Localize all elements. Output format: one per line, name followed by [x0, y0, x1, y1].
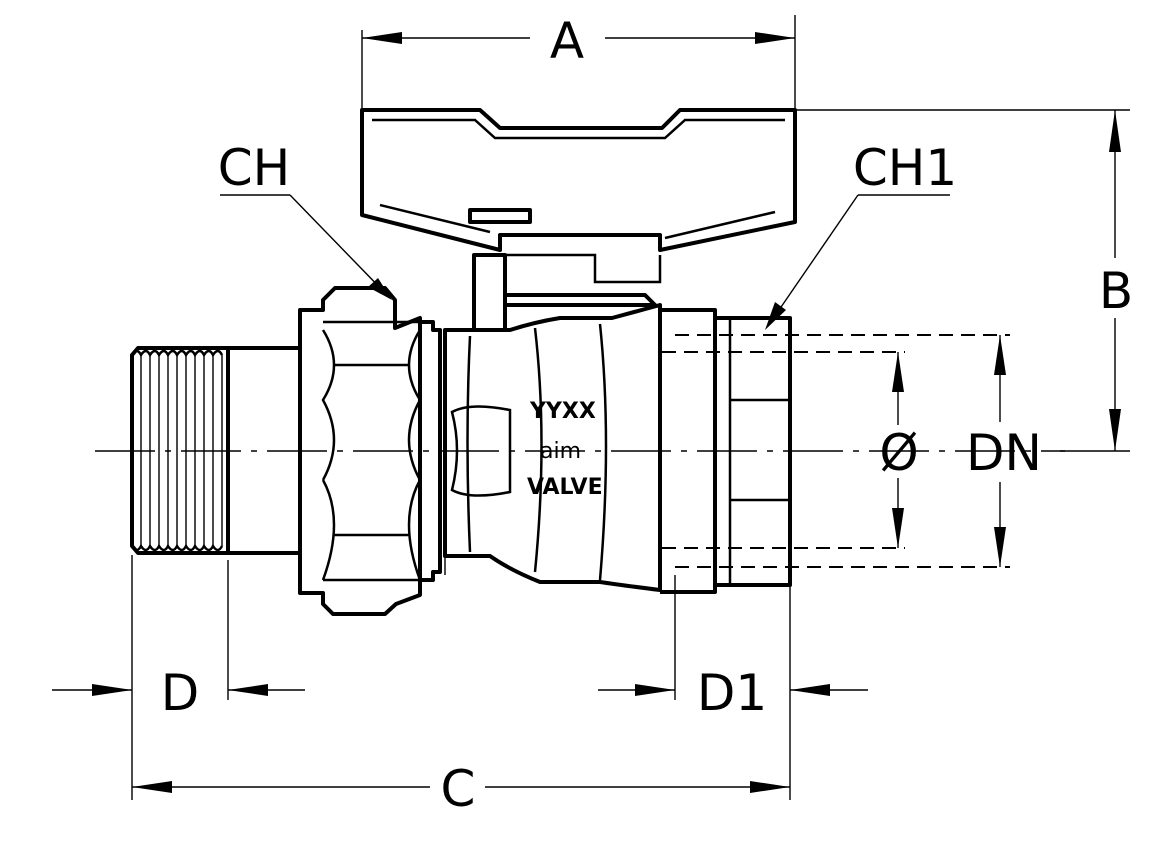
dimension-ch1: CH1	[765, 139, 957, 330]
valve-stem	[468, 208, 662, 332]
dimension-d1: D1	[598, 575, 868, 800]
label-a: A	[550, 12, 584, 70]
label-d: D	[161, 664, 200, 722]
dimension-diameter: Ø	[662, 351, 919, 549]
label-d1: D1	[697, 664, 767, 722]
valve-central-body	[443, 293, 662, 592]
dimension-d: D	[52, 555, 305, 800]
dimension-ch: CH	[218, 139, 392, 300]
dimension-dn: DN	[675, 334, 1042, 568]
label-c: C	[441, 760, 476, 818]
label-b: B	[1099, 262, 1133, 320]
dimension-a: A	[361, 12, 796, 110]
butterfly-handle	[360, 108, 797, 252]
body-marking-line1: YYXX	[529, 399, 596, 424]
label-diameter: Ø	[879, 424, 918, 482]
label-dn: DN	[966, 424, 1042, 482]
dimension-c: C	[132, 760, 790, 818]
dimension-b: B	[795, 109, 1133, 452]
label-ch1: CH1	[853, 139, 957, 197]
label-ch: CH	[218, 139, 291, 197]
body-marking: YYXX aim VALVE	[527, 399, 603, 500]
body-marking-line3: VALVE	[527, 475, 603, 500]
